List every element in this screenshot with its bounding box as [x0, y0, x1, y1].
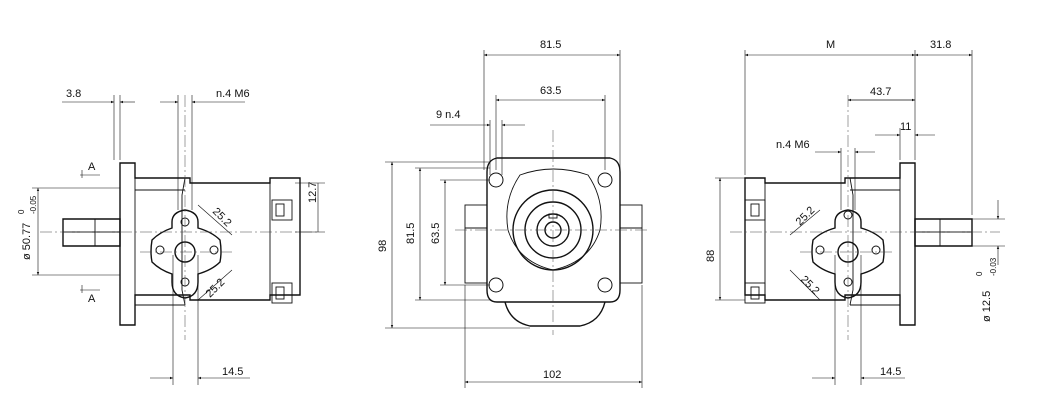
left-bolt-hole-left — [155, 245, 165, 255]
left-view: 3.8 n.4 M6 12.7 25.2 25.2 14.5 ø 50.77 0… — [17, 88, 325, 385]
dim-left-25-2-top: 25.2 — [210, 206, 234, 230]
right-view: M 31.8 43.7 11 n.4 M6 88 25.2 25.2 14.5 … — [705, 39, 1005, 385]
right-pump-body — [744, 162, 973, 326]
dim-right-31-8: 31.8 — [930, 39, 951, 51]
dim-right-diameter: ø 12.5 — [981, 291, 993, 322]
dim-right-88: 88 — [705, 250, 717, 262]
dim-mid-63-5-top: 63.5 — [540, 85, 561, 97]
dim-right-11: 11 — [900, 121, 911, 133]
dim-mid-98: 98 — [377, 240, 389, 252]
middle-dimensions — [385, 50, 643, 388]
dim-mid-holes: 9 n.4 — [436, 109, 460, 121]
middle-view: 81.5 63.5 9 n.4 98 81.5 63.5 102 — [377, 39, 650, 388]
dim-right-holes: n.4 M6 — [776, 139, 810, 151]
dim-mid-81-5-side: 81.5 — [405, 223, 417, 244]
right-dimensions — [715, 50, 1005, 385]
dim-mid-63-5-side: 63.5 — [430, 223, 442, 244]
left-bolt-hole-right — [209, 245, 219, 255]
dim-right-M: M — [826, 39, 835, 51]
section-mark-bottom: A — [88, 293, 96, 305]
dim-right-25-2-top: 25.2 — [794, 204, 818, 228]
middle-pump-front — [464, 157, 643, 327]
dim-left-25-2-bottom: 25.2 — [204, 276, 228, 300]
dim-right-43-7: 43.7 — [870, 86, 891, 98]
dim-mid-102: 102 — [543, 369, 561, 381]
dim-left-holes: n.4 M6 — [216, 88, 250, 100]
section-mark-top: A — [88, 161, 96, 173]
left-dimensions — [32, 95, 325, 385]
dim-left-dia-lower: -0.05 — [29, 195, 38, 214]
dim-left-diameter: ø 50.77 — [21, 223, 33, 260]
dim-mid-81-5-top: 81.5 — [540, 39, 561, 51]
dim-3-8: 3.8 — [66, 88, 81, 100]
dim-left-dia-upper: 0 — [17, 209, 26, 214]
dim-right-14-5: 14.5 — [880, 366, 901, 378]
dim-right-dia-upper: 0 — [975, 271, 984, 276]
dim-right-dia-lower: -0.03 — [989, 257, 998, 276]
left-pump-body — [62, 162, 301, 326]
dim-right-25-2-bottom: 25.2 — [798, 274, 822, 298]
dim-12-7: 12.7 — [307, 182, 319, 203]
dim-left-14-5: 14.5 — [222, 366, 243, 378]
